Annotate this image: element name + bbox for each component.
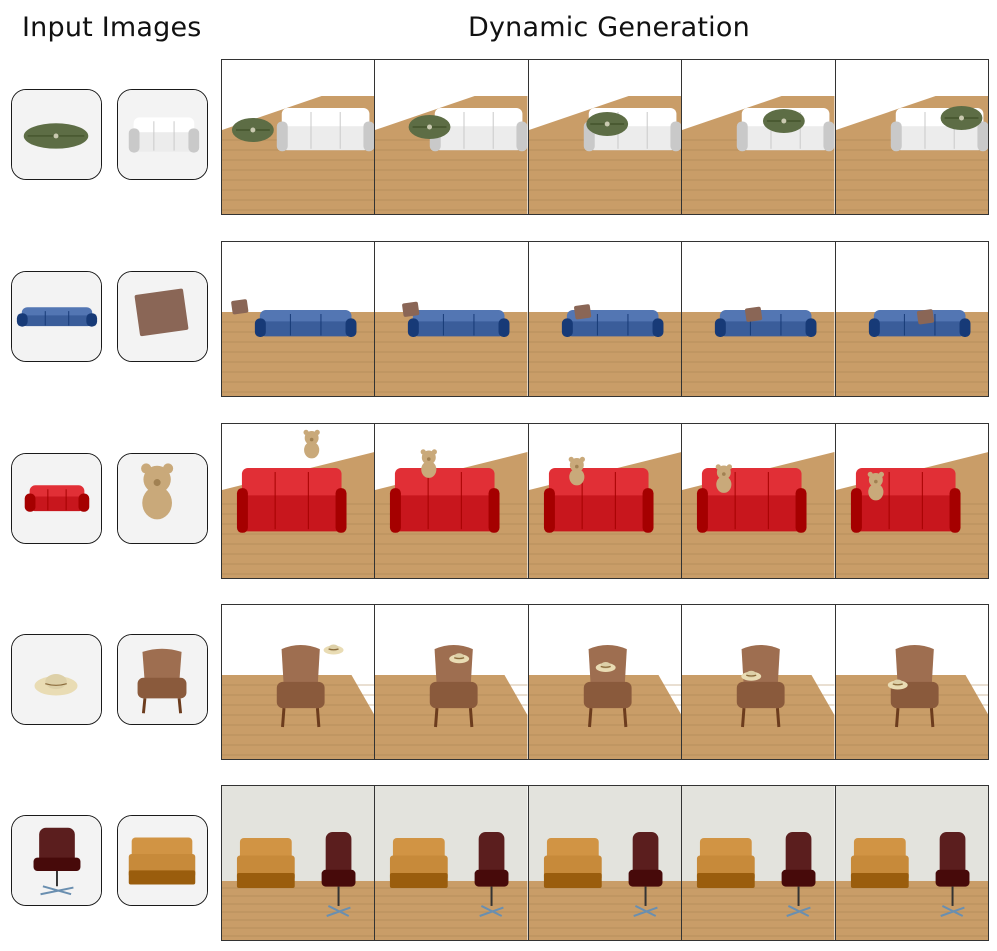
input-images-heading: Input Images xyxy=(22,12,202,43)
leather-chair-thumb xyxy=(117,634,208,725)
white-sofa-thumb xyxy=(117,89,208,180)
generated-frame-3 xyxy=(528,605,683,759)
hat-thumb xyxy=(11,634,102,725)
generated-frame-4 xyxy=(682,605,836,759)
generated-frame-2 xyxy=(375,605,529,759)
generated-frame-4 xyxy=(682,60,836,214)
generated-frame-4 xyxy=(682,242,836,396)
generated-frame-1 xyxy=(222,424,376,578)
red-sofa-thumb xyxy=(11,453,102,544)
dynamic-generation-heading: Dynamic Generation xyxy=(468,12,750,43)
generated-frame-3 xyxy=(528,786,683,940)
generation-frames xyxy=(221,604,989,760)
example-row-sofa-teddy xyxy=(0,423,997,579)
generated-frame-2 xyxy=(375,424,529,578)
generation-frames xyxy=(221,241,989,397)
generated-frame-2 xyxy=(375,242,529,396)
duffel-bag-thumb xyxy=(11,89,102,180)
tan-armchair-thumb xyxy=(117,815,208,906)
generated-frame-3 xyxy=(528,60,683,214)
example-row-hat-armchair xyxy=(0,604,997,760)
blue-sofa-thumb xyxy=(11,271,102,362)
generated-frame-4 xyxy=(682,424,836,578)
generated-frame-3 xyxy=(528,424,683,578)
generated-frame-1 xyxy=(222,60,376,214)
generated-frame-5 xyxy=(835,605,989,759)
generation-frames xyxy=(221,423,989,579)
generation-frames xyxy=(221,59,989,215)
example-row-bag-sofa xyxy=(0,59,997,215)
generated-frame-5 xyxy=(835,242,989,396)
generated-frame-1 xyxy=(222,605,376,759)
generated-frame-5 xyxy=(835,786,989,940)
generated-frame-5 xyxy=(835,424,989,578)
generated-frame-4 xyxy=(682,786,836,940)
generated-frame-3 xyxy=(528,242,683,396)
generated-frame-5 xyxy=(835,60,989,214)
generation-frames xyxy=(221,785,989,941)
office-chair-thumb xyxy=(11,815,102,906)
generated-frame-2 xyxy=(375,786,529,940)
teddy-thumb xyxy=(117,453,208,544)
generated-frame-1 xyxy=(222,242,376,396)
generated-frame-2 xyxy=(375,60,529,214)
generated-frame-1 xyxy=(222,786,376,940)
example-row-two-chairs xyxy=(0,785,997,941)
pillow-thumb xyxy=(117,271,208,362)
example-row-sofa-pillow xyxy=(0,241,997,397)
